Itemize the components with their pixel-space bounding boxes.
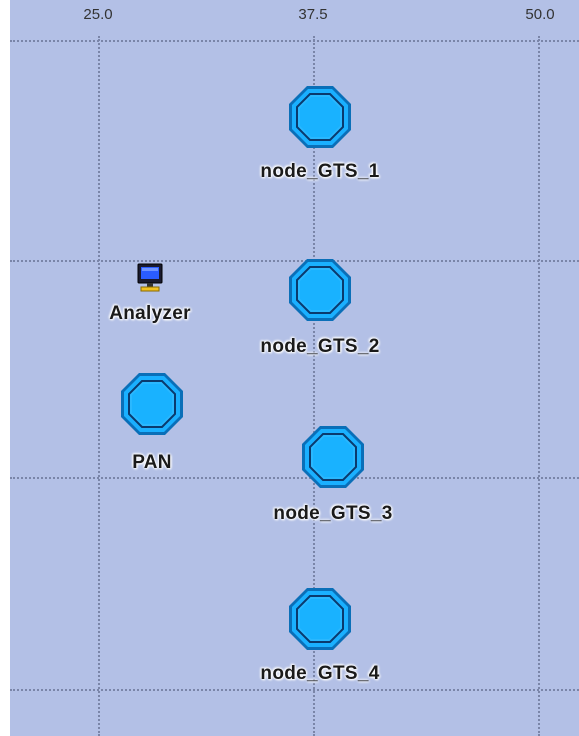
ruler-tick-50: 50.0 [525, 6, 555, 23]
grid-line-horizontal [10, 40, 579, 42]
grid-line-vertical [538, 36, 540, 736]
top-ruler: 25.0 37.5 50.0 [0, 0, 579, 36]
node-label: node_GTS_2 [260, 336, 380, 357]
analyzer-label: Analyzer [109, 303, 191, 324]
grid-line-horizontal [10, 689, 579, 691]
node-label: node_GTS_1 [260, 161, 380, 182]
grid-line-horizontal [10, 477, 579, 479]
node-label: node_GTS_3 [273, 503, 393, 524]
grid-line-vertical [98, 36, 100, 736]
octagon-node-icon [121, 373, 183, 435]
node-label: node_GTS_4 [260, 663, 380, 684]
grid-line-vertical [313, 36, 315, 736]
grid-line-horizontal [10, 260, 579, 262]
octagon-node-icon [289, 588, 351, 650]
octagon-node-icon [289, 259, 351, 321]
ruler-tick-37-5: 37.5 [298, 6, 328, 23]
octagon-node-icon [289, 86, 351, 148]
node-label: PAN [132, 452, 172, 473]
octagon-node-icon [302, 426, 364, 488]
monitor-icon [137, 263, 163, 292]
ruler-tick-25: 25.0 [83, 6, 113, 23]
